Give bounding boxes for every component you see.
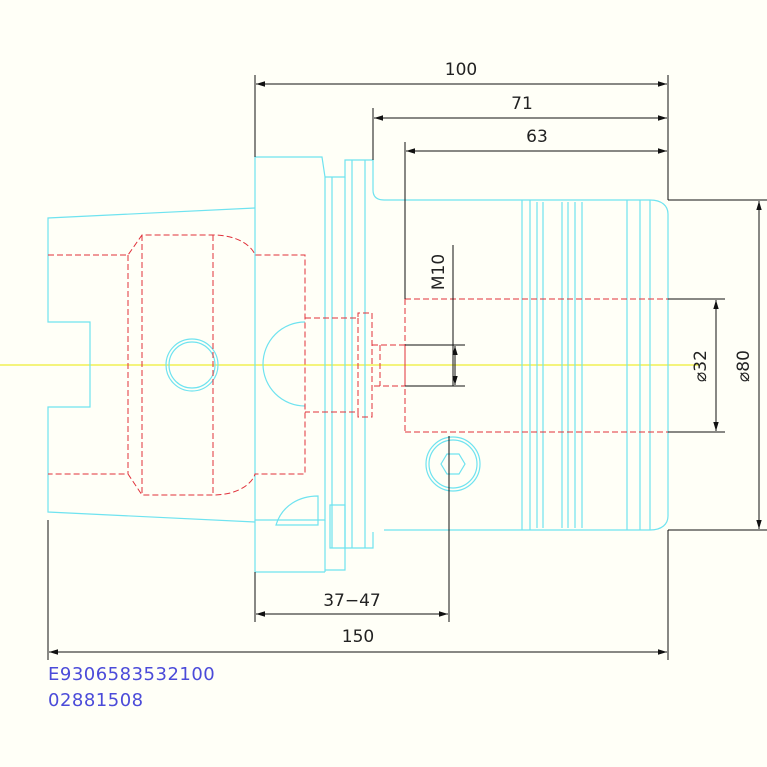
dim-d80-label: ⌀80: [734, 350, 754, 382]
hidden-lines: [48, 234, 668, 496]
dim-150-label: 150: [342, 627, 374, 647]
dim-d32-label: ⌀32: [691, 350, 711, 382]
dim-m10-label: M10: [429, 254, 449, 290]
main-body: [384, 199, 669, 531]
part-code-line1: E9306583532100: [48, 664, 216, 685]
shank-hole: [165, 338, 219, 392]
part-code-line2: 02881508: [48, 690, 144, 711]
pocket-upper: [262, 321, 306, 407]
part-outline: [47, 156, 669, 573]
dim-63-label: 63: [526, 127, 548, 147]
hex-socket-icon: [440, 453, 466, 475]
dim-37-47-label: 37−47: [323, 591, 381, 611]
taper-shank: [47, 207, 256, 523]
dim-71-label: 71: [511, 94, 533, 114]
dimension-lines: [47, 75, 767, 660]
flange: [254, 156, 326, 521]
dim-100-label: 100: [445, 60, 477, 80]
clamp-screw: [425, 436, 481, 492]
pocket-lower: [275, 495, 319, 526]
